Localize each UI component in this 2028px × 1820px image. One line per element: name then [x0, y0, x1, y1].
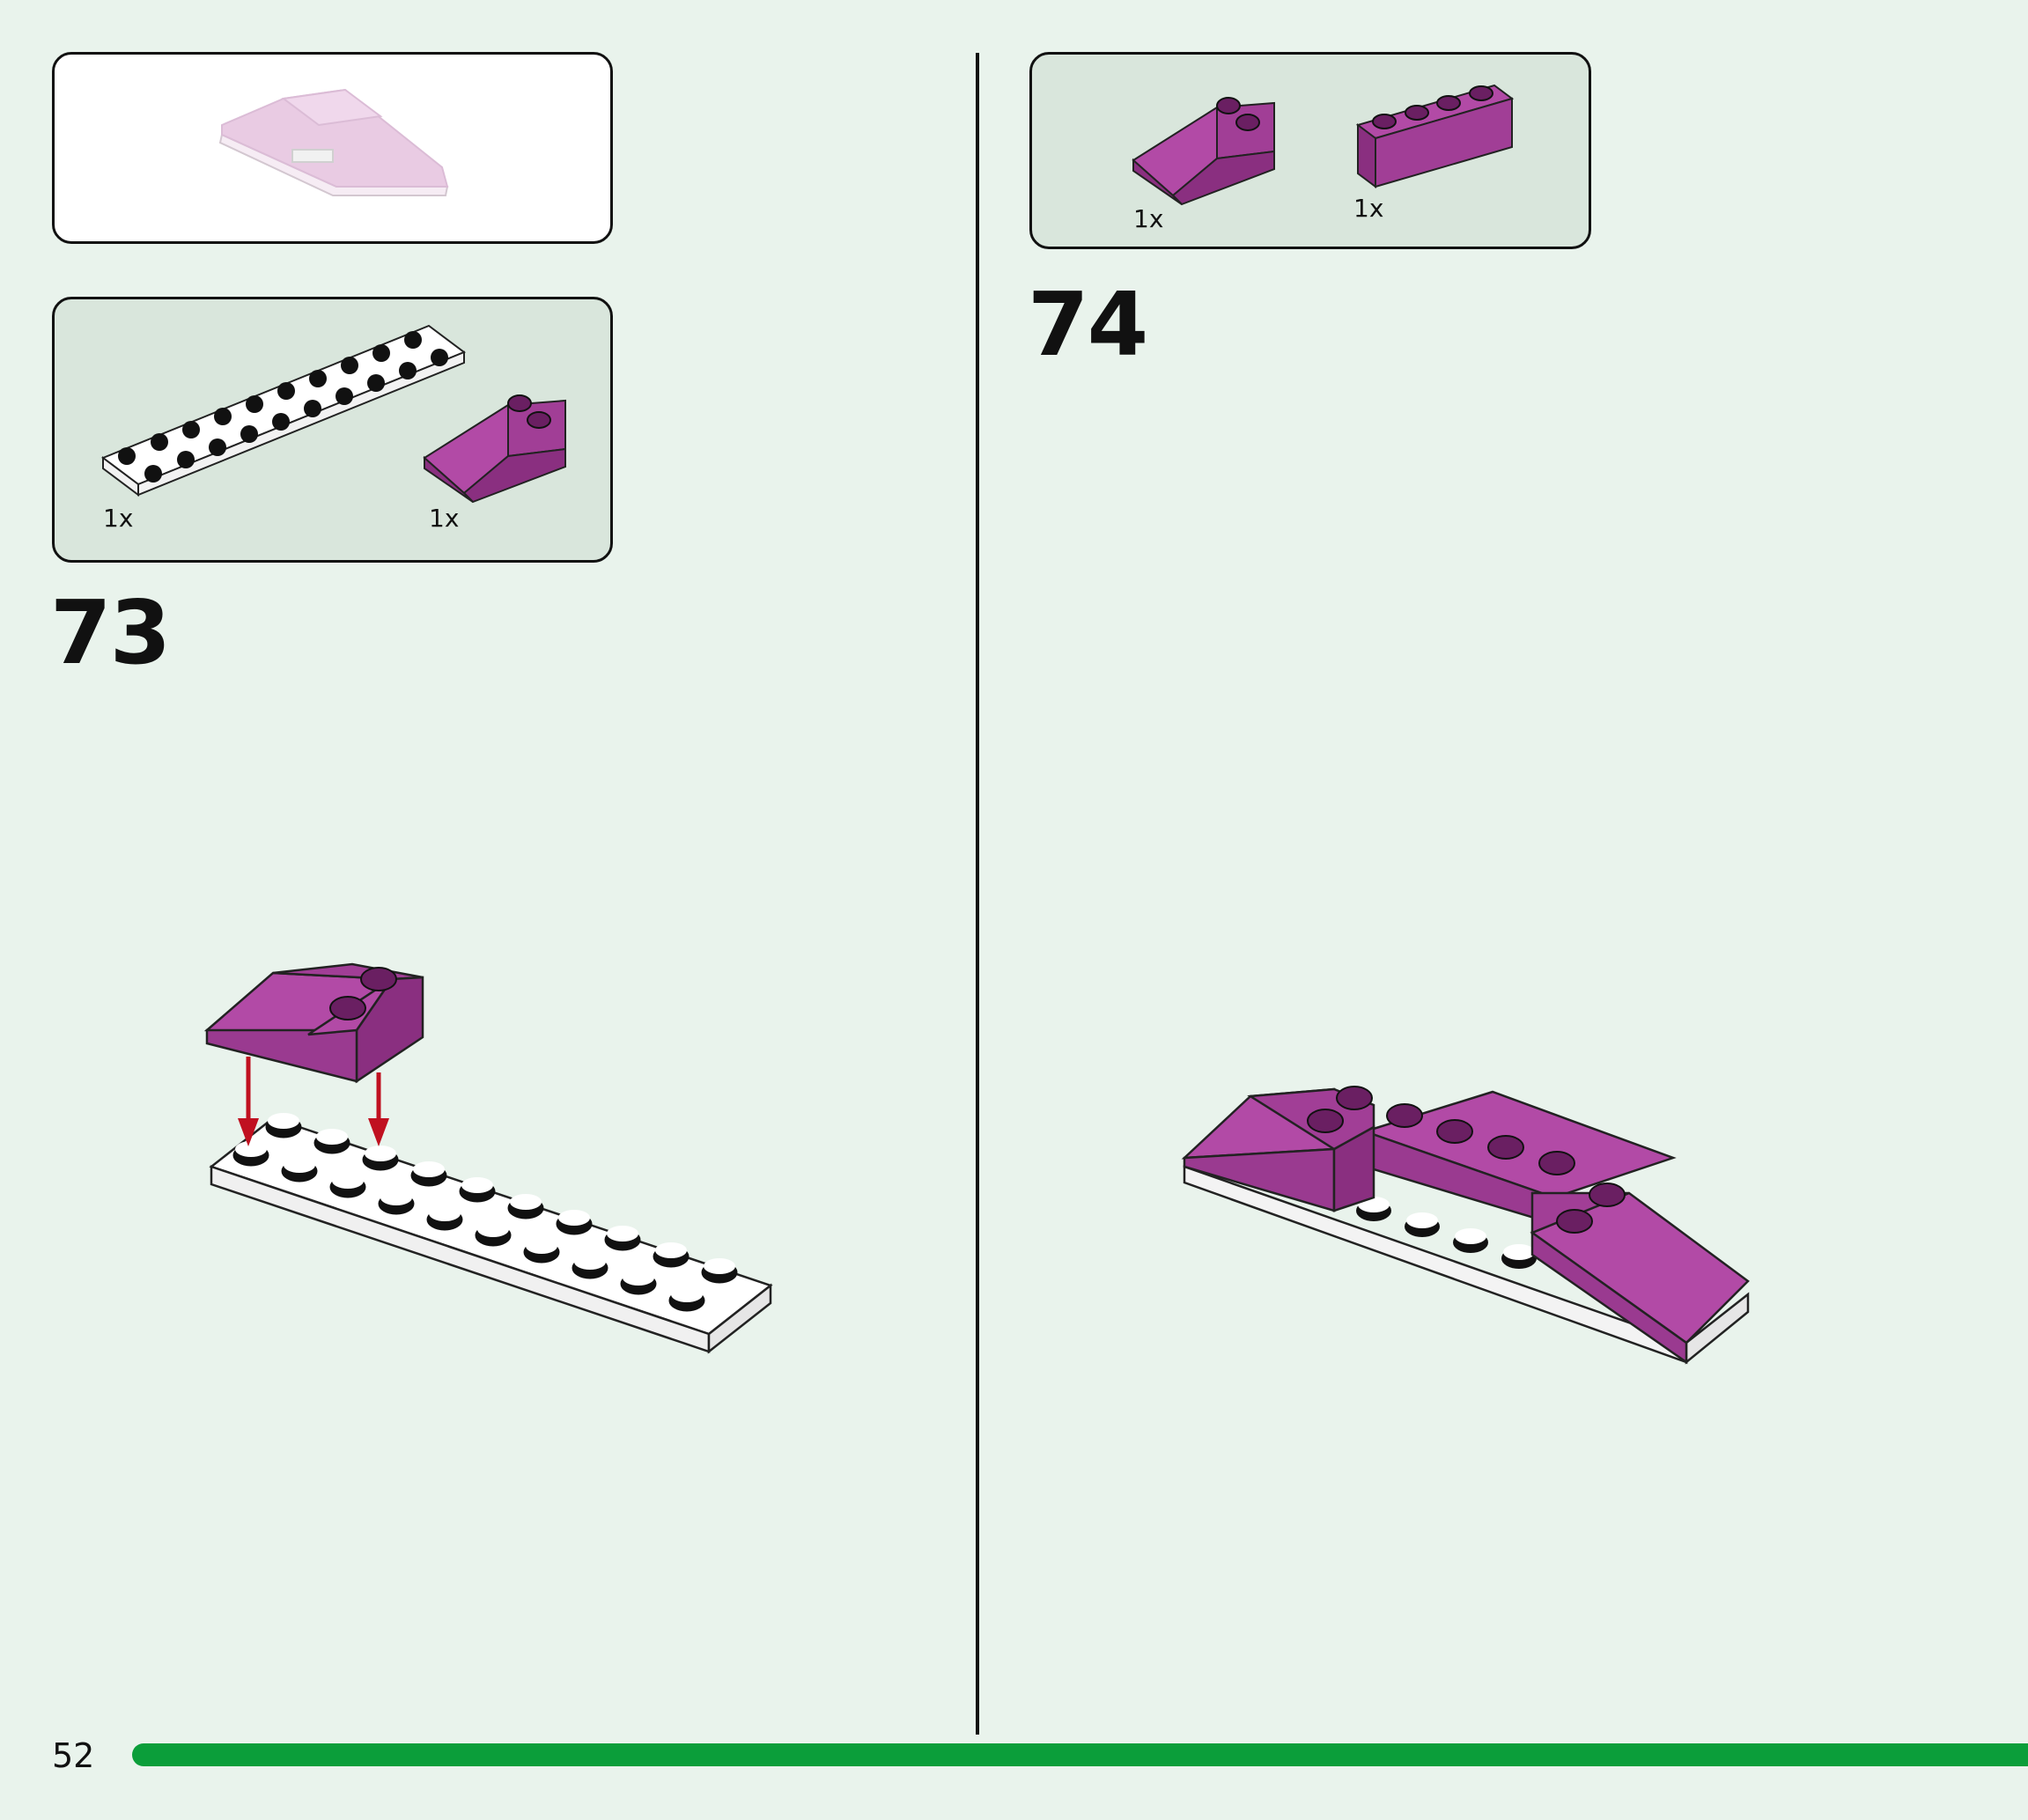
step-73-parts-panel: 1x 1x: [52, 297, 613, 563]
page-number: 52: [52, 1736, 95, 1775]
step-74-number: 74: [1028, 273, 1148, 376]
magenta-brick-1x4-part: [1355, 84, 1515, 188]
magenta-slope-2x3-part: [423, 394, 566, 504]
step-73-illustration: [203, 962, 773, 1354]
white-plate-2x10-part: [100, 324, 467, 497]
magenta-slope-2x3-part-b: [1132, 97, 1275, 206]
step-73-part-2-qty: 1x: [429, 504, 460, 533]
step-73-part-1-qty: 1x: [103, 504, 134, 533]
step-74-part-2-qty: 1x: [1353, 194, 1384, 223]
red-arrows: [238, 1057, 389, 1146]
submodel-preview-image: [218, 88, 449, 196]
step-74-parts-panel: 1x 1x: [1029, 52, 1591, 249]
submodel-preview-panel: [52, 52, 613, 244]
progress-bar: [132, 1743, 2028, 1766]
step-73-number: 73: [50, 581, 171, 684]
step-74-part-1-qty: 1x: [1133, 204, 1164, 233]
step-74-illustration: [1181, 1086, 1750, 1365]
column-divider: [976, 53, 979, 1735]
